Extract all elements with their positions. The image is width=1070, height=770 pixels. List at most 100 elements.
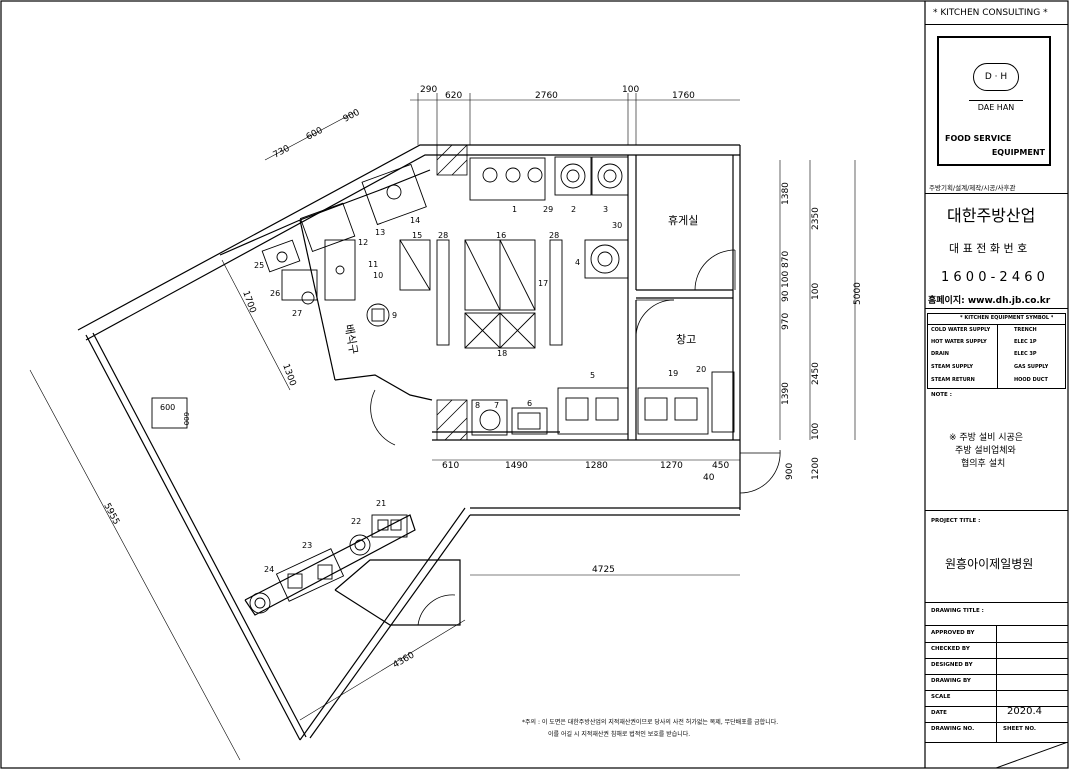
dim-top-3: 2760 (535, 91, 558, 101)
equip-no-19: 19 (668, 369, 678, 378)
tb-project: 원흥아이제일병원 (945, 557, 1034, 571)
equip-no-25: 25 (254, 261, 264, 270)
equipment (151, 156, 735, 614)
doors (370, 249, 781, 626)
dim-right-3: 870 (781, 251, 791, 268)
tb-note-1: ※ 주방 설비 시공은 (949, 433, 1024, 443)
dim-bottom-2: 1490 (505, 461, 528, 471)
tb-checked: CHECKED BY (931, 646, 970, 652)
equip-no-29: 29 (543, 205, 553, 214)
legal-note-line-2: 이를 어길 시 지적재산권 침해로 법적인 보호를 받습니다. (548, 730, 690, 738)
room-labels: 휴게실 창고 배식구 (342, 214, 698, 355)
dim-bottom-4: 1270 (660, 461, 683, 471)
legend-hot-water: HOT WATER SUPPLY (931, 339, 987, 345)
legend-drain: DRAIN (931, 351, 949, 357)
tb-project-label: PROJECT TITLE : (931, 518, 981, 524)
legend-elec-3p: ELEC 3P (1014, 351, 1037, 357)
tb-phone: 1 6 0 0 - 2 4 6 0 (941, 270, 1045, 285)
equip-no-8: 8 (475, 401, 480, 410)
dim-bottom-1: 610 (442, 461, 459, 471)
tb-note-3: 협의후 설치 (961, 459, 1006, 469)
equip-no-21: 21 (376, 499, 386, 508)
dim-lower-2: 4360 (392, 650, 417, 670)
equip-no-26: 26 (270, 289, 280, 298)
dim-right-5: 90 (781, 290, 791, 302)
legend-title: * KITCHEN EQUIPMENT SYMBOL * (960, 315, 1054, 321)
dimension-lines (29, 93, 856, 761)
dim-right-11: 100 (811, 423, 821, 440)
logo-fse1: FOOD SERVICE (945, 134, 1012, 143)
logo-name: DAE HAN (969, 100, 1023, 112)
equip-no-15: 15 (412, 231, 422, 240)
dim-top-5: 1760 (672, 91, 695, 101)
title-block: * KITCHEN CONSULTING * D · H DAE HAN FOO… (925, 0, 1068, 768)
tb-approved: APPROVED BY (931, 630, 975, 636)
legal-note: *주의 : 이 도면은 대한주방산업의 지적재산권이므로 당사의 사전 허가없는… (522, 718, 778, 738)
legal-note-line-1: *주의 : 이 도면은 대한주방산업의 지적재산권이므로 당사의 사전 허가없는… (522, 718, 778, 726)
legend-hood-duct: HOOD DUCT (1014, 377, 1048, 383)
equip-no-18: 18 (497, 349, 507, 358)
equip-no-16: 16 (496, 231, 506, 240)
equip-no-10: 10 (373, 271, 383, 280)
equip-no-27: 27 (292, 309, 302, 318)
tb-homepage: 홈페이지: www.dh.jb.co.kr (928, 296, 1051, 306)
tb-date-label: DATE (931, 710, 947, 716)
tb-corner-diagonal (996, 742, 1068, 768)
equip-no-1: 1 (512, 205, 517, 214)
room-wash: 배식구 (342, 323, 360, 355)
dim-angle-1: 730 (272, 144, 292, 161)
equip-no-14: 14 (410, 216, 420, 225)
equip-no-13: 13 (375, 228, 385, 237)
equip-no-24: 24 (264, 565, 274, 574)
equip-no-11: 11 (368, 260, 378, 269)
dim-bottom-6: 40 (703, 473, 715, 483)
legend-steam-return: STEAM RETURN (931, 377, 975, 383)
symbol-legend: * KITCHEN EQUIPMENT SYMBOL * COLD WATER … (927, 313, 1066, 389)
equip-no-28b: 28 (549, 231, 559, 240)
tb-services: 주방기획/설계/제작/시공/사후관 (929, 184, 1016, 192)
equip-no-3: 3 (603, 205, 608, 214)
dim-door-2: 1200 (811, 457, 821, 480)
room-storage: 창고 (676, 333, 696, 346)
legend-cold-water: COLD WATER SUPPLY (931, 327, 991, 333)
logo-box: D · H DAE HAN FOOD SERVICE EQUIPMENT (937, 36, 1051, 166)
dim-right-9: 2450 (811, 362, 821, 385)
dim-bottom-3: 1280 (585, 461, 608, 471)
tb-note-label: NOTE : (931, 392, 952, 398)
dimension-texts: 290 620 2760 100 1760 730 600 900 1380 2… (101, 85, 863, 671)
dim-left-2: 1300 (280, 363, 297, 388)
tb-designed: DESIGNED BY (931, 662, 973, 668)
tb-date: 2020.4 (1007, 706, 1042, 717)
dim-right-10: 1390 (781, 382, 791, 405)
equip-no-22: 22 (351, 517, 361, 526)
dim-left-3: 5955 (101, 502, 121, 527)
tb-drawing-no: DRAWING NO. (931, 726, 975, 732)
dim-door-1: 900 (785, 463, 795, 480)
tb-scale: SCALE (931, 694, 951, 700)
equip-no-17: 17 (538, 279, 548, 288)
dim-top-1: 290 (420, 85, 437, 95)
room-rest: 휴게실 (668, 214, 698, 227)
dim-left-1: 1700 (240, 290, 257, 315)
equip-no-5: 5 (590, 371, 595, 380)
logo-emblem: D · H (973, 63, 1019, 91)
columns (436, 144, 468, 441)
dim-angle-3: 900 (342, 108, 362, 125)
tb-drawing-title-label: DRAWING TITLE : (931, 608, 984, 614)
dim-right-4: 100 (781, 271, 791, 288)
equip-no-9: 9 (392, 311, 397, 320)
equip-no-7: 7 (494, 401, 499, 410)
equipment-numbers: 1 29 2 3 30 4 15 28 16 28 17 18 12 13 14… (254, 205, 706, 574)
dim-right-7: 5000 (853, 282, 863, 305)
dim-right-2: 2350 (811, 207, 821, 230)
dim-right-1: 1380 (781, 182, 791, 205)
tb-sheet-no: SHEET NO. (1003, 726, 1036, 732)
tb-company: 대한주방산업 (947, 206, 1036, 225)
tb-phone-label: 대 표 전 화 번 호 (949, 242, 1028, 255)
tb-drawing-by: DRAWING BY (931, 678, 971, 684)
equip-no-2: 2 (571, 205, 576, 214)
dim-angle-2: 600 (305, 126, 325, 143)
box-label: 600 (160, 403, 175, 412)
